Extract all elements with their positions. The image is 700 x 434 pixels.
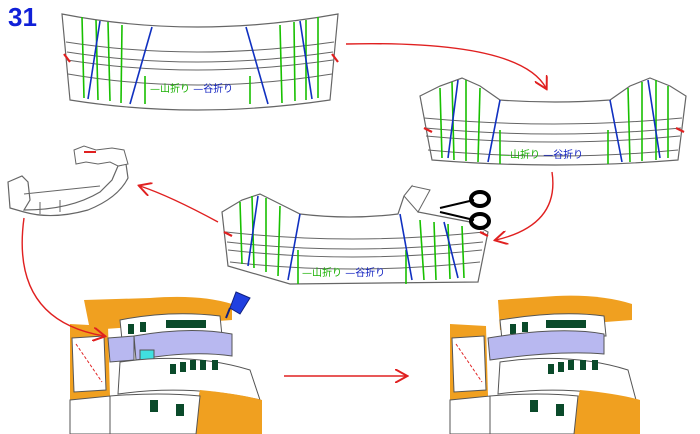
arrow-step1-to-step2 <box>345 42 546 88</box>
mountain-fold-label: —山折り <box>150 84 190 95</box>
step-number: 31 <box>8 2 37 32</box>
glue-applicator-icon <box>225 291 251 319</box>
ship-before-glue <box>69 296 262 434</box>
flat-strip-piece <box>61 13 339 111</box>
folded-strip-piece <box>419 77 687 166</box>
arrow-step4-to-ship <box>21 217 104 336</box>
valley-fold-label: —谷折り <box>543 150 584 161</box>
arrow-step3-to-step4 <box>140 186 219 223</box>
fold-legend-step3: —山折り —谷折り <box>302 268 385 280</box>
mountain-fold-label: —山折り <box>302 268 342 279</box>
mountain-fold-label: —山折り <box>500 150 540 161</box>
assembled-ring-piece <box>7 145 129 217</box>
valley-fold-label: —谷折り <box>345 268 386 279</box>
valley-fold-label: —谷折り <box>193 84 234 95</box>
cut-strip-piece <box>221 184 489 285</box>
arrow-step2-to-step3 <box>496 171 554 240</box>
ship-after-glue <box>449 295 640 434</box>
fold-legend-step1: —山折り —谷折り <box>150 84 233 96</box>
flow-arrows <box>21 42 554 376</box>
fold-legend-step2: —山折り —谷折り <box>500 150 583 162</box>
scissors-icon <box>439 190 491 230</box>
